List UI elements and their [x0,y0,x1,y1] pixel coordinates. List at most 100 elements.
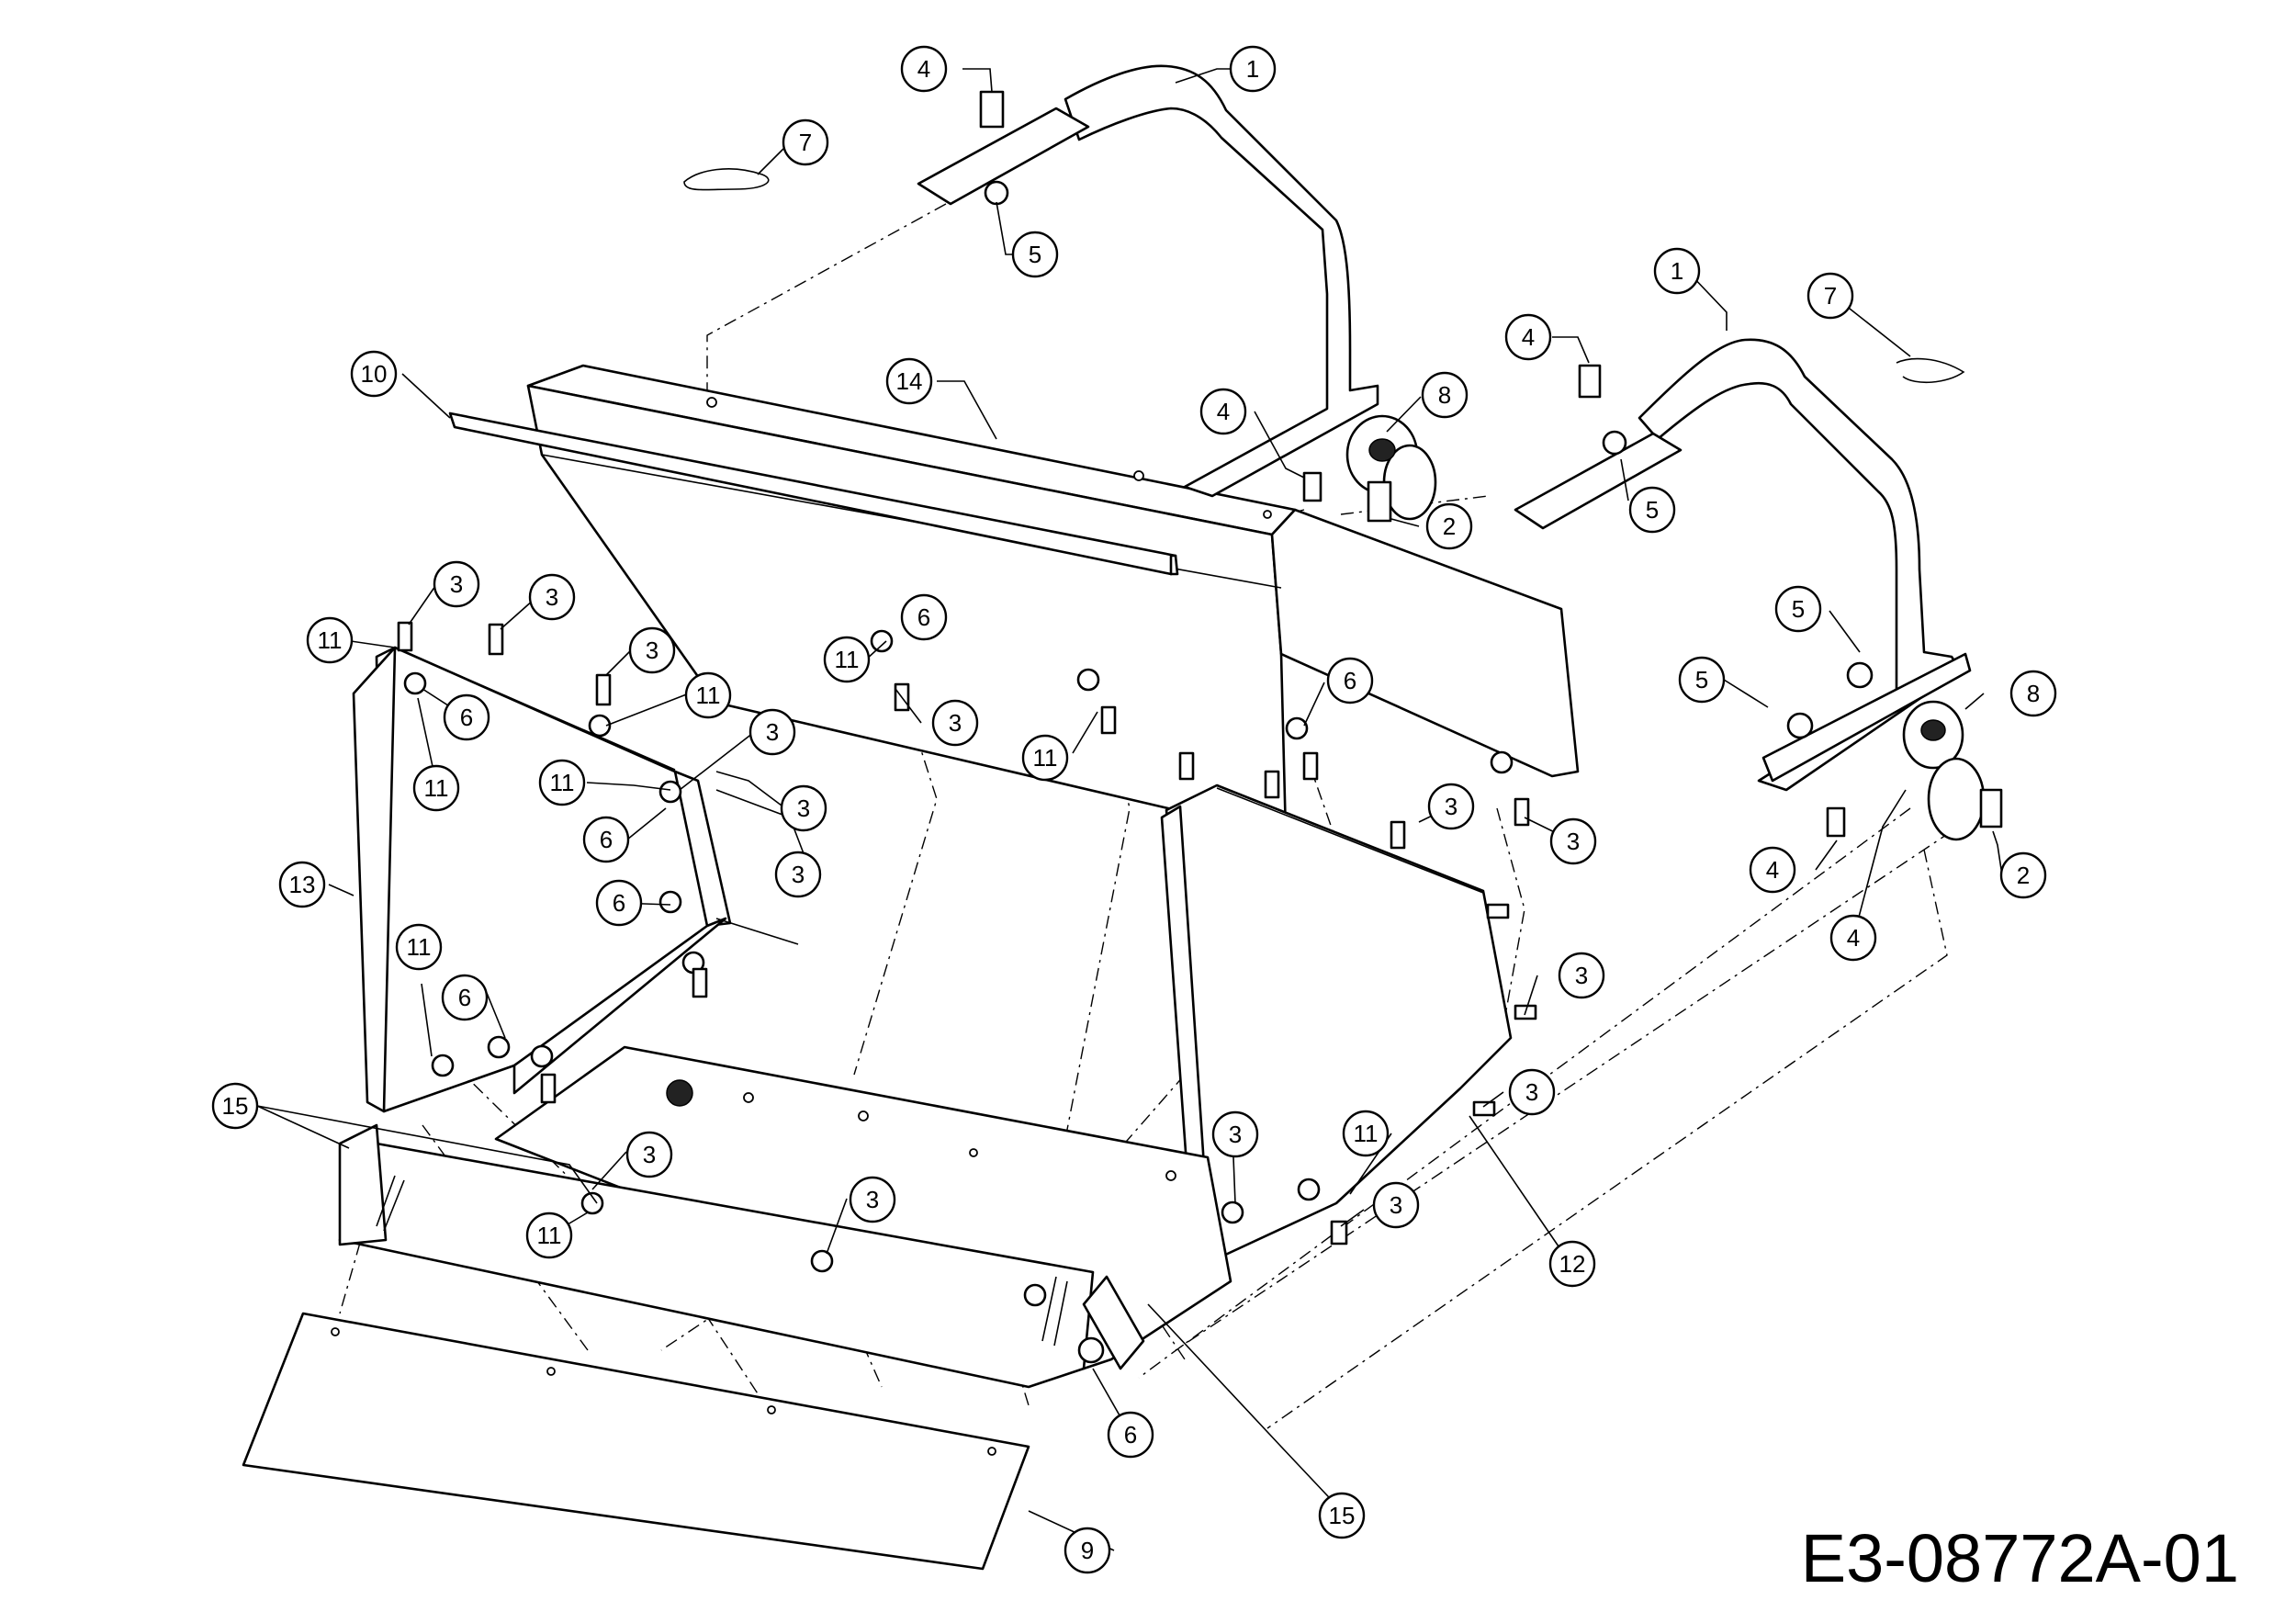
callout-nut-3: 6 [595,879,643,927]
callout-bolt-9: 3 [1549,817,1597,865]
svg-text:11: 11 [318,626,343,654]
callout-left-side-panel: 13 [278,861,326,908]
callout-nut-4: 6 [441,974,489,1021]
callout-rear-panel: 14 [885,357,933,405]
callout-bolt-3: 3 [628,626,676,674]
front-flap [242,1312,1030,1571]
svg-text:14: 14 [896,367,923,395]
svg-text:3: 3 [1525,1078,1538,1106]
callout-bolt-hex-right: 4 [1504,313,1552,361]
svg-text:4: 4 [1847,924,1860,952]
callout-nut-5: 6 [900,593,948,641]
callout-right-side-panel: 12 [1548,1240,1596,1288]
callout-bolt-hex-rear: 4 [1199,388,1247,435]
svg-text:1: 1 [1246,55,1259,83]
callout-bolt-4: 3 [748,708,796,756]
callout-washer-5: 11 [395,923,443,971]
callout-bolt-12: 3 [1211,1110,1259,1158]
svg-text:11: 11 [835,646,860,673]
callout-nut-flange-right-3: 5 [1678,656,1726,704]
callout-washer-4: 11 [538,759,586,806]
callout-handle-right: 1 [1653,247,1701,295]
drawing-code: E3-08772A-01 [1800,1520,2239,1596]
hairpin-clips [683,168,1965,384]
callout-nut-6: 6 [1326,657,1374,704]
svg-text:3: 3 [866,1186,879,1213]
leader-lines [256,68,2003,1551]
callout-bolt-15: 3 [849,1176,896,1223]
caster-wheels [1345,414,2003,841]
callout-rubber-strip: 10 [350,350,398,398]
svg-text:9: 9 [1081,1537,1094,1564]
svg-text:11: 11 [550,769,575,796]
callout-washer-7: 11 [1021,734,1069,782]
svg-text:2: 2 [1443,513,1456,540]
callout-nut-flange-upper: 5 [1011,231,1059,278]
callout-hairpin-clip-upper: 7 [782,118,829,166]
callout-washer-9: 11 [525,1212,573,1259]
svg-text:10: 10 [361,360,388,388]
callout-washer-1: 11 [306,616,354,664]
callout-bolt-8: 3 [1427,783,1475,830]
callout-bolt-hex-right-2: 4 [1749,846,1796,894]
svg-text:3: 3 [792,861,805,888]
callout-washer-3: 11 [684,671,732,719]
svg-text:15: 15 [222,1092,249,1120]
svg-text:2: 2 [2017,862,2030,889]
callout-nut-7: 6 [1107,1411,1154,1459]
svg-text:4: 4 [1217,398,1230,425]
fasteners [397,90,1874,1364]
svg-text:11: 11 [424,774,449,802]
callout-bolt-short-right: 2 [1999,851,2047,899]
handles [917,64,1972,792]
callout-bolt-14: 3 [625,1131,673,1178]
svg-text:5: 5 [1792,595,1805,623]
svg-text:7: 7 [799,129,812,156]
callout-bolt-11: 3 [1508,1068,1556,1116]
callout-bolt-short-left: 2 [1425,502,1473,550]
svg-text:3: 3 [1575,962,1588,989]
base-plate [338,1045,1232,1389]
svg-text:11: 11 [407,933,432,961]
callout-hinge-pin-left: 15 [211,1082,259,1130]
callout-nut-1: 6 [443,693,490,741]
svg-text:6: 6 [458,984,471,1011]
callout-bolt-6: 3 [774,851,822,898]
callout-caster-wheel-left: 8 [1421,371,1469,419]
rubber-strip [448,411,1179,576]
svg-text:3: 3 [646,637,658,664]
callout-nut-flange-right: 5 [1628,486,1676,534]
svg-text:6: 6 [1344,667,1356,694]
callout-handle-upper: 1 [1229,45,1277,93]
callout-bolt-7: 3 [931,699,979,747]
svg-text:3: 3 [1567,828,1580,855]
svg-text:8: 8 [2027,680,2040,707]
svg-text:3: 3 [797,795,810,822]
callout-washer-6: 11 [823,636,871,683]
callout-bolt-hex-right-3: 4 [1829,914,1877,962]
svg-text:5: 5 [1646,496,1659,524]
svg-text:1: 1 [1671,257,1683,285]
svg-text:4: 4 [1766,856,1779,884]
callout-hairpin-clip-right: 7 [1806,272,1854,320]
svg-text:11: 11 [1354,1120,1379,1147]
svg-text:3: 3 [1229,1121,1242,1148]
callout-bolt-hex-upper: 4 [900,45,948,93]
svg-text:6: 6 [600,826,613,853]
callout-bolt-2: 3 [528,573,576,621]
callout-bolt-10: 3 [1558,952,1605,999]
svg-text:4: 4 [1522,323,1535,351]
svg-text:3: 3 [643,1141,656,1168]
svg-text:3: 3 [766,718,779,746]
svg-text:11: 11 [696,682,721,709]
svg-text:7: 7 [1824,282,1837,310]
callout-washer-2: 11 [412,764,460,812]
svg-text:3: 3 [949,709,962,737]
svg-text:3: 3 [546,583,558,611]
svg-text:12: 12 [1559,1250,1586,1278]
svg-text:6: 6 [460,704,473,731]
svg-text:6: 6 [917,603,930,631]
left-side-panel [352,646,732,1113]
callout-washer-8: 11 [1342,1110,1390,1157]
